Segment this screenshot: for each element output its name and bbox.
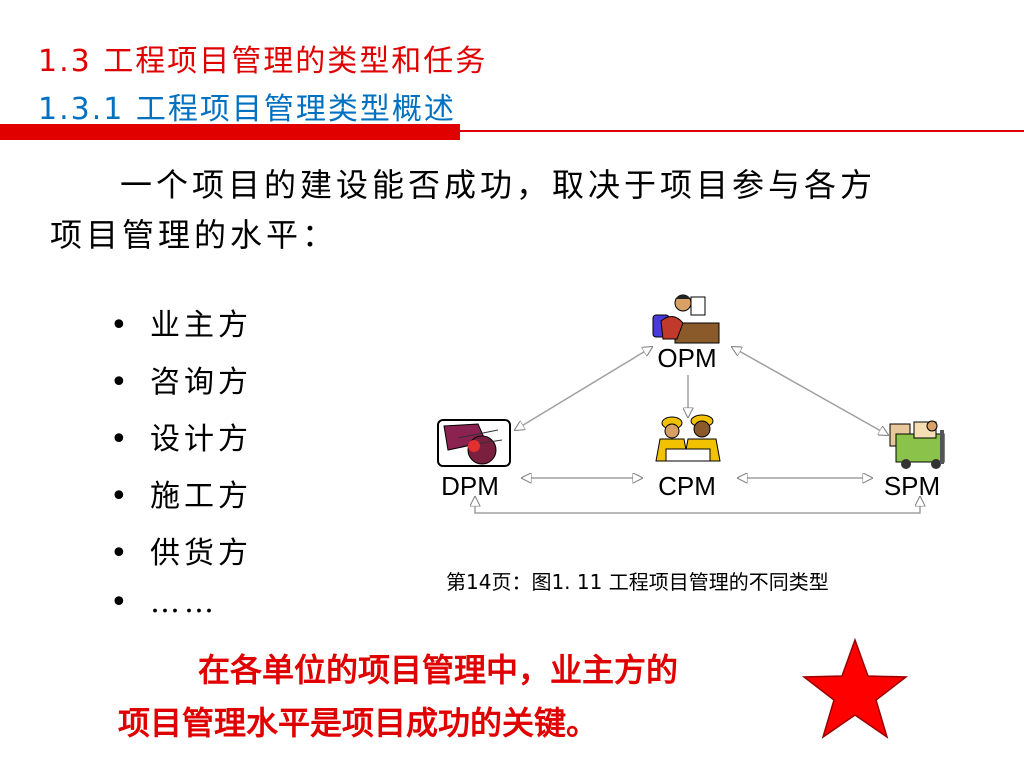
node-opm: OPM (657, 343, 716, 373)
office-worker-icon (652, 294, 720, 344)
bullet-icon: • (110, 308, 132, 343)
supplier-forklift-icon (889, 420, 945, 469)
connector-arrows (475, 347, 920, 514)
construction-workers-icon (655, 414, 721, 462)
conclusion-line-1: 在各单位的项目管理中，业主方的 (198, 651, 679, 689)
node-spm: SPM (884, 471, 940, 501)
participant-label: 咨询方 (150, 365, 252, 400)
list-item: • 施工方 (110, 471, 252, 515)
section-title: 1.3 工程项目管理的类型和任务 (38, 44, 488, 79)
figure-caption: 第14页：图1. 11 工程项目管理的不同类型 (446, 570, 829, 594)
bullet-icon: • (110, 479, 132, 514)
list-item: • …… (110, 585, 218, 620)
subsection-title: 1.3.1 工程项目管理类型概述 (38, 92, 456, 127)
node-dpm: DPM (441, 471, 499, 501)
participant-label: …… (150, 585, 218, 620)
project-management-types-diagram: OPM DPM CPM SPM (437, 294, 945, 514)
participant-label: 施工方 (150, 479, 252, 514)
bullet-icon: • (110, 422, 132, 457)
list-item: • 业主方 (110, 300, 252, 344)
bullet-icon: • (110, 536, 132, 571)
arrow-dpm-spm (475, 497, 920, 514)
intro-line-1: 一个项目的建设能否成功，取决于项目参与各方 (120, 166, 877, 204)
participant-label: 业主方 (150, 308, 252, 343)
red-star-icon (801, 637, 909, 739)
node-cpm: CPM (658, 471, 716, 501)
arrow-dpm-opm (515, 347, 652, 430)
bullet-icon: • (110, 365, 132, 400)
list-item: • 设计方 (110, 414, 252, 458)
intro-line-2: 项目管理的水平： (50, 216, 339, 254)
conclusion-line-2: 项目管理水平是项目成功的关键。 (118, 704, 599, 742)
header-rule-thick (0, 124, 460, 140)
participant-label: 设计方 (150, 422, 252, 457)
bullet-icon: • (110, 585, 132, 620)
participant-label: 供货方 (150, 536, 252, 571)
header-rule-thin (460, 130, 1024, 132)
list-item: • 供货方 (110, 528, 252, 572)
arrow-opm-spm (732, 347, 888, 435)
list-item: • 咨询方 (110, 357, 252, 401)
design-drawing-icon (437, 419, 511, 467)
